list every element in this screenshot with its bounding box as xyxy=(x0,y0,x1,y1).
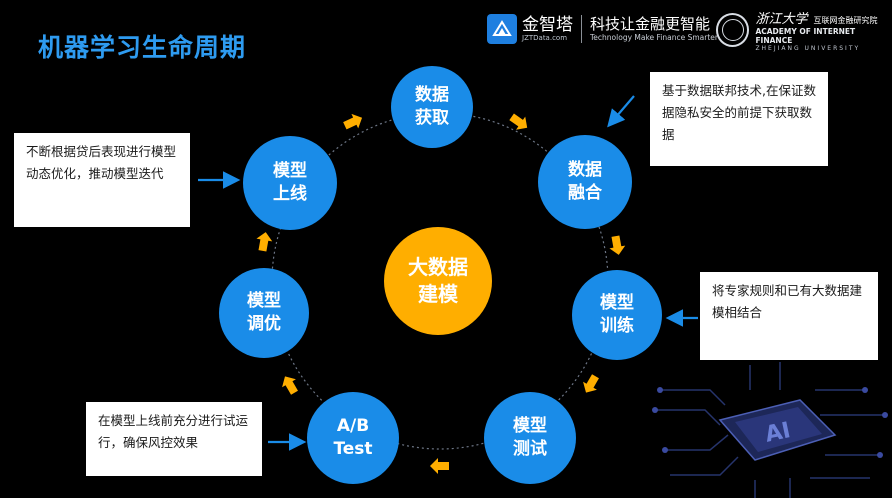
academy-en: ACADEMY OF INTERNET FINANCE xyxy=(755,26,856,45)
flow-arrow-tuning-to-deploy xyxy=(256,232,273,252)
flow-arrow-acquire-to-fusion xyxy=(509,113,528,130)
page-title: 机器学习生命周期 xyxy=(38,33,247,62)
flow-arrow-testing-to-ab xyxy=(430,458,449,474)
ai-chip-icon: AI xyxy=(652,362,888,498)
svg-text:AI: AI xyxy=(763,418,793,448)
brand-name: 金智塔 xyxy=(522,14,573,35)
university-cn: 浙江大学 xyxy=(755,11,808,27)
stage-ab-test: A/B Test xyxy=(307,392,399,484)
stage-model-training: 模型 训练 xyxy=(572,270,662,360)
note-ab-test: 在模型上线前充分进行试运行，确保风控效果 xyxy=(86,402,262,476)
note-model-deploy: 不断根据贷后表现进行模型动态优化，推动模型迭代 xyxy=(14,133,190,227)
brand-domain: JZTData.com xyxy=(522,33,568,42)
brand-divider xyxy=(581,15,582,43)
stage-data-fusion: 数据 融合 xyxy=(538,135,632,229)
center-node: 大数据 建模 xyxy=(384,227,492,335)
stage-data-acquisition: 数据 获取 xyxy=(391,66,473,148)
brand-logo-icon xyxy=(487,14,517,44)
flow-arrow-ab-to-tuning xyxy=(282,376,298,395)
university-en: ZHEJIANG UNIVERSITY xyxy=(755,44,861,52)
note-data-fusion: 基于数据联邦技术,在保证数据隐私安全的前提下获取数据 xyxy=(650,72,828,166)
stage-model-tuning: 模型 调优 xyxy=(219,268,309,358)
institute-cn: 互联网金融研究院 xyxy=(813,15,878,25)
flow-arrow-deploy-to-acquire xyxy=(343,113,363,130)
slogan-cn: 科技让金融更智能 xyxy=(590,15,711,33)
slogan-en: Technology Make Finance Smarter xyxy=(590,33,718,42)
flow-arrow-training-to-testing xyxy=(583,374,599,393)
flow-arrow-fusion-to-training xyxy=(609,235,626,255)
academy-logo: 浙江大学 互联网金融研究院 ACADEMY OF INTERNET FINANC… xyxy=(716,10,892,52)
stage-model-deploy: 模型 上线 xyxy=(243,136,337,230)
brand-logo: 金智塔 JZTData.com 科技让金融更智能 Technology Make… xyxy=(487,12,718,46)
zju-seal-icon xyxy=(716,13,750,47)
note-model-training: 将专家规则和已有大数据建模相结合 xyxy=(700,272,878,360)
stage-model-testing: 模型 测试 xyxy=(484,392,576,484)
